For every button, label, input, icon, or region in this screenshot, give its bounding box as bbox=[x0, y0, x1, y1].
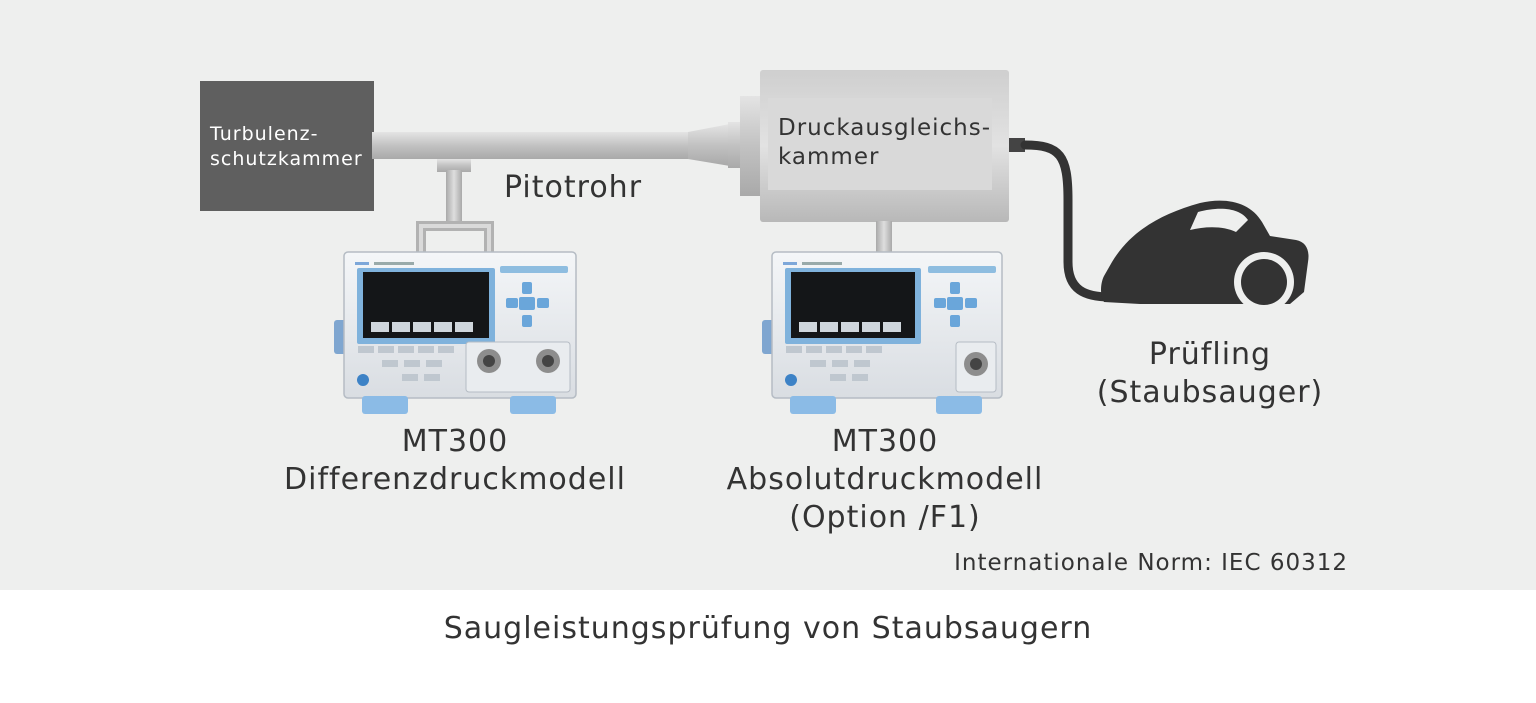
vacuum-hose bbox=[1020, 140, 1115, 302]
pipe-cone bbox=[688, 124, 730, 166]
pitot-label: Pitotrohr bbox=[504, 170, 643, 205]
device-1-label-line2: Differenzdruckmodell bbox=[284, 462, 626, 497]
device-1-label: MT300 Differenzdruckmodell bbox=[260, 423, 650, 499]
pressure-chamber-label-line1: Druckausgleichs- bbox=[778, 115, 991, 141]
dut-label-line2: (Staubsauger) bbox=[1096, 375, 1324, 410]
vacuum-cleaner-icon bbox=[1101, 200, 1309, 312]
diagram-panel: Turbulenz- schutzkammer Druckausgleichs-… bbox=[0, 0, 1536, 590]
turbulence-chamber-label-line2: schutzkammer bbox=[210, 148, 363, 170]
pitot-pipe bbox=[372, 132, 692, 159]
turbulence-chamber-label-line1: Turbulenz- bbox=[210, 123, 319, 145]
turbulence-chamber-box bbox=[200, 81, 374, 211]
norm-note: Internationale Norm: IEC 60312 bbox=[954, 550, 1348, 576]
pressure-chamber-label: Druckausgleichs- kammer bbox=[778, 114, 991, 172]
turbulence-chamber-label: Turbulenz- schutzkammer bbox=[210, 122, 363, 172]
device-2-label: MT300 Absolutdruckmodell (Option /F1) bbox=[700, 423, 1070, 537]
device-2-icon bbox=[762, 251, 1003, 414]
test-setup-diagram bbox=[200, 70, 1309, 414]
dut-label-line1: Prüfling bbox=[1148, 337, 1272, 372]
device-1-label-line1: MT300 bbox=[401, 424, 509, 459]
dut-label: Prüfling (Staubsauger) bbox=[1092, 336, 1328, 412]
device-2-label-line1: MT300 bbox=[831, 424, 939, 459]
device-1-icon bbox=[334, 251, 577, 414]
pressure-chamber-label-line2: kammer bbox=[778, 144, 880, 170]
figure-caption: Saugleistungsprüfung von Staubsaugern bbox=[443, 611, 1093, 646]
device-2-label-line3: (Option /F1) bbox=[789, 500, 981, 535]
device-2-label-line2: Absolutdruckmodell bbox=[726, 462, 1044, 497]
